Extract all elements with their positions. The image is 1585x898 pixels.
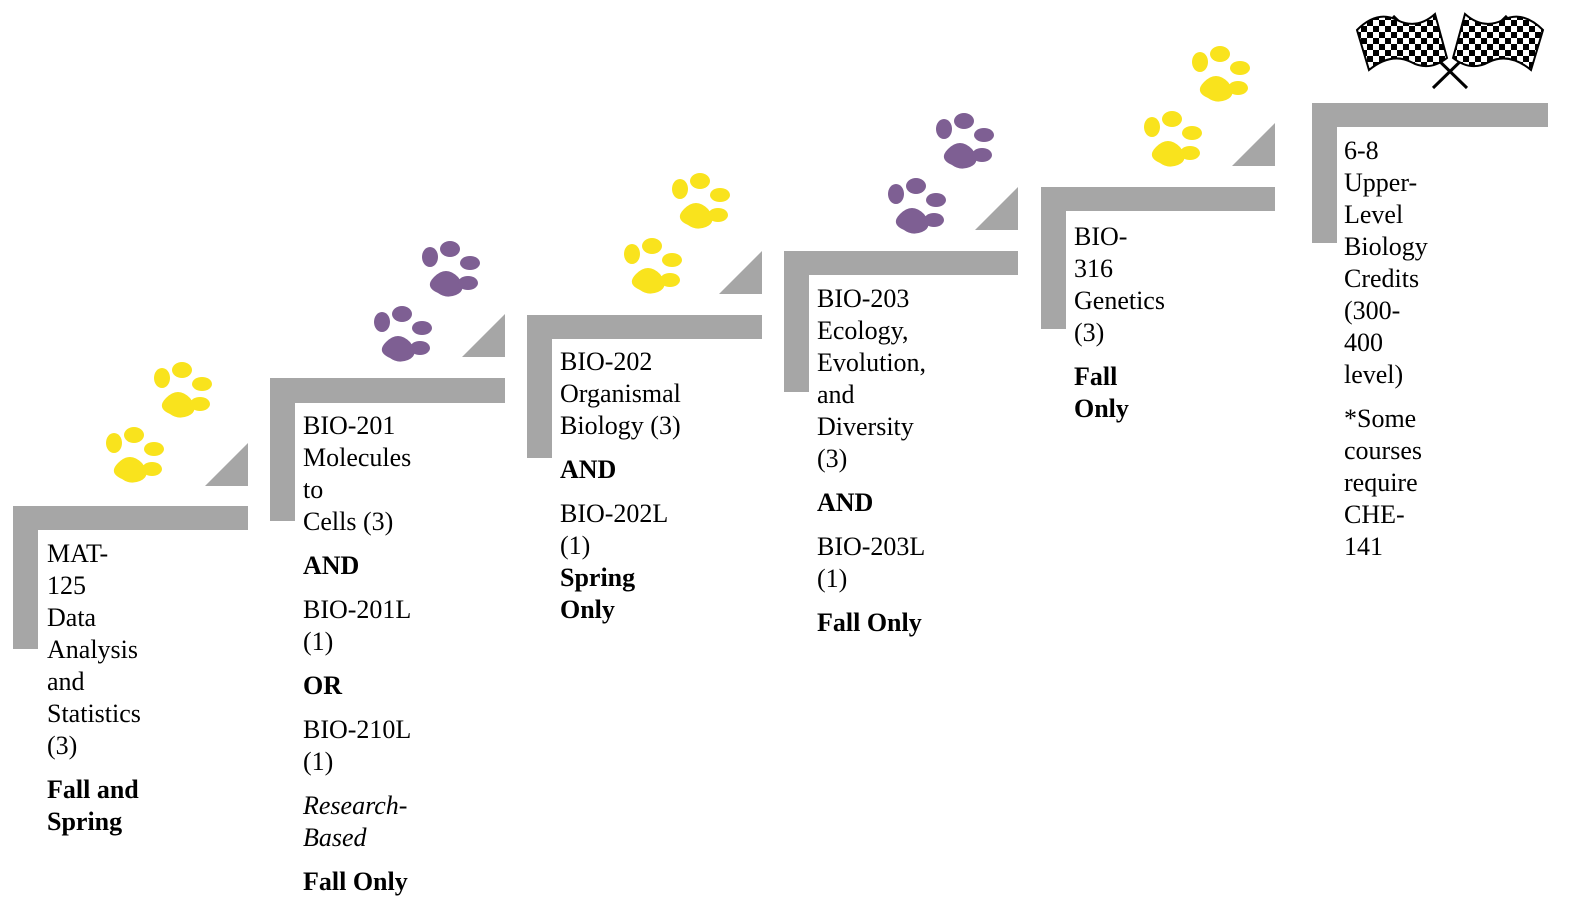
step-line: AND <box>303 551 360 580</box>
step-line: Biology Credits <box>1344 232 1428 293</box>
step-triangle <box>205 443 248 486</box>
step-triangle <box>719 251 762 294</box>
step-line: BIO-210L (1) <box>303 715 411 776</box>
step-bar-horizontal <box>527 315 762 339</box>
step-line: Spring Only <box>560 563 636 624</box>
step-line: BIO-203 <box>817 284 910 313</box>
step-line: 6-8 Upper-Level <box>1344 136 1418 229</box>
step-line: BIO-201L (1) <box>303 595 411 656</box>
step-line: Fall Only <box>303 867 408 896</box>
step-line: Cells (3) <box>303 507 394 536</box>
step-line: Evolution, and <box>817 348 927 409</box>
step-triangle <box>975 187 1018 230</box>
step-line: Research-Based <box>303 791 408 852</box>
step-line: Diversity (3) <box>817 412 914 473</box>
step-line: MAT-125 Data <box>47 539 109 632</box>
step-triangle <box>462 314 505 357</box>
step-line: Biology (3) <box>560 411 681 440</box>
step-bar-vertical <box>270 378 295 521</box>
step-line: BIO-202L (1) <box>560 499 668 560</box>
paw-print-lower <box>882 172 972 267</box>
step-line: BIO-316 <box>1074 222 1128 283</box>
step-line: Spring <box>47 807 123 836</box>
step-line: Fall and <box>47 775 139 804</box>
paw-print-lower <box>100 421 190 516</box>
step-bar-horizontal <box>1312 103 1548 127</box>
step-line: *Some courses <box>1344 404 1422 465</box>
step-line: OR <box>303 671 342 700</box>
step-line: AND <box>560 455 617 484</box>
step-bar-horizontal <box>784 251 1018 275</box>
step-line: Ecology, <box>817 316 909 345</box>
step-line: Fall Only <box>1074 362 1129 423</box>
step-triangle <box>1232 123 1275 166</box>
step-bar-vertical <box>527 315 552 458</box>
paw-print-upper <box>930 107 1020 202</box>
checkered-flags-icon <box>1355 12 1545 90</box>
step-line: BIO-203L (1) <box>817 532 925 593</box>
paw-print-upper <box>148 356 238 451</box>
step-line: require CHE-141 <box>1344 468 1418 561</box>
paw-print-upper <box>416 235 506 330</box>
step-line: (300-400 level) <box>1344 296 1404 389</box>
step-bar-horizontal <box>13 506 248 530</box>
paw-print-lower <box>618 232 708 327</box>
step-line: BIO-201 <box>303 411 396 440</box>
paw-print-lower <box>368 300 458 395</box>
paw-print-upper <box>666 167 756 262</box>
paw-print-upper <box>1186 40 1276 135</box>
step-line: Molecules to <box>303 443 412 504</box>
step-line: Statistics (3) <box>47 699 141 760</box>
step-bar-horizontal <box>270 378 505 403</box>
step-line: Analysis and <box>47 635 138 696</box>
step-bar-vertical <box>13 506 38 649</box>
step-bar-vertical <box>1312 103 1337 243</box>
step-bar-vertical <box>784 251 809 392</box>
step-line: Organismal <box>560 379 681 408</box>
paw-print-lower <box>1138 105 1228 200</box>
step-line: BIO-202 <box>560 347 653 376</box>
step-line: Genetics (3) <box>1074 286 1165 347</box>
step-bar-vertical <box>1041 187 1066 329</box>
step-line: AND <box>817 488 874 517</box>
step-line: Fall Only <box>817 608 922 637</box>
step-bar-horizontal <box>1041 187 1275 211</box>
